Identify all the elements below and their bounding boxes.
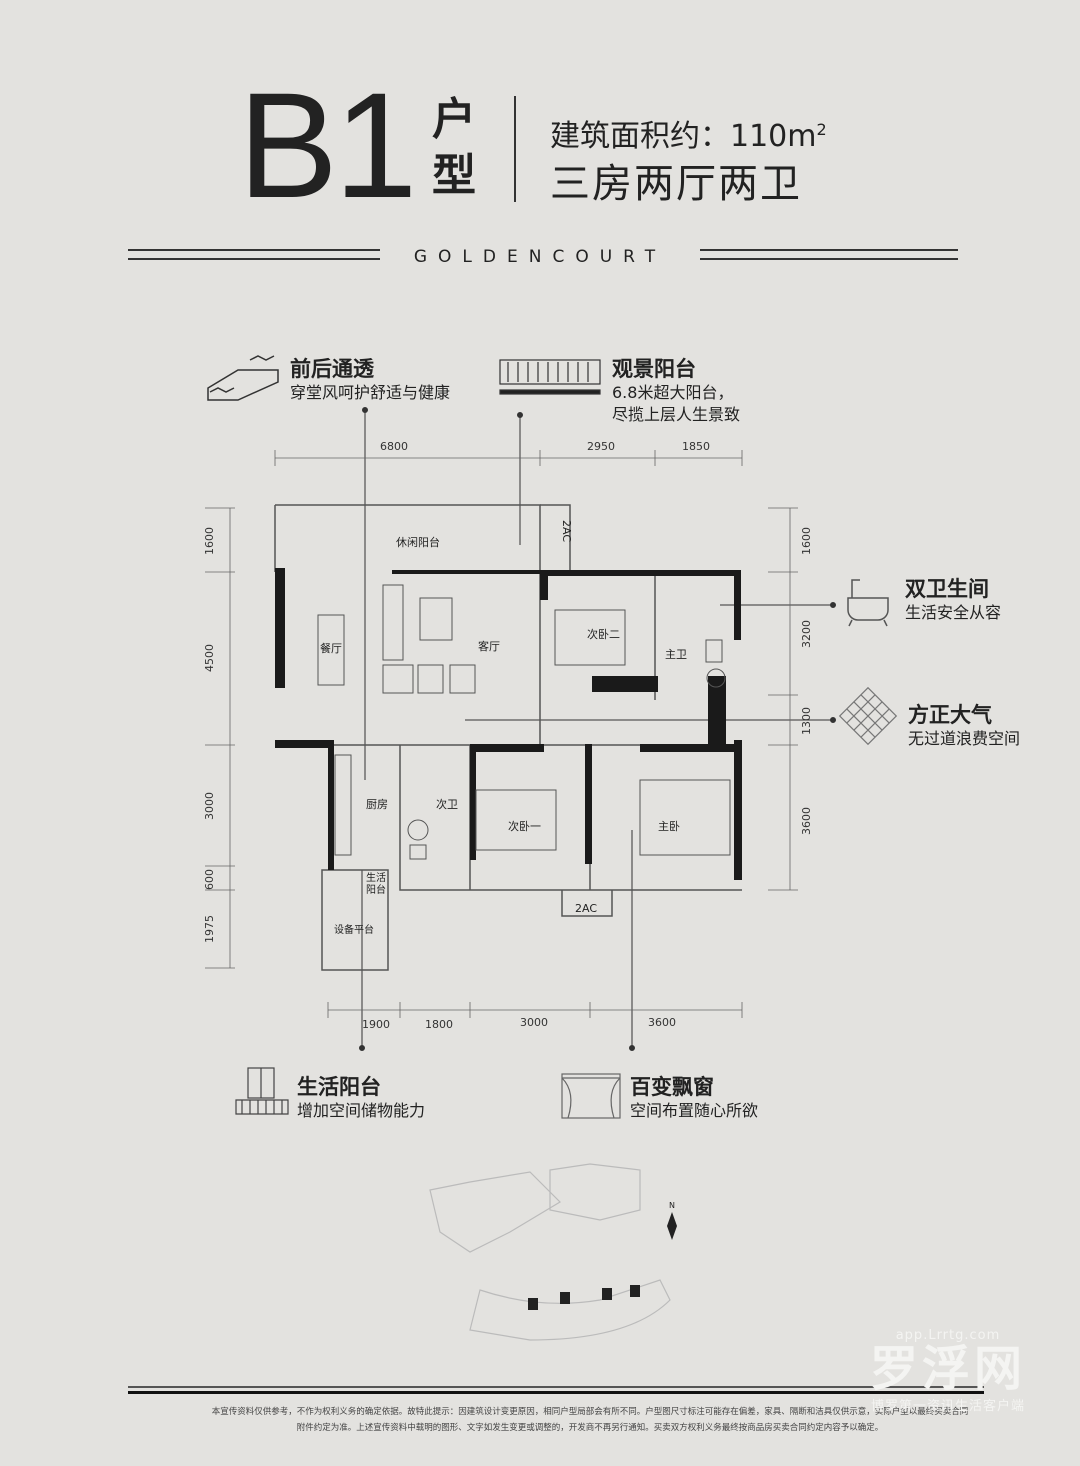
dim-bottom-2: 1800 [425, 1018, 453, 1031]
feature-desc: 空间布置随心所欲 [630, 1101, 759, 1120]
room-living: 客厅 [478, 639, 500, 653]
utility-balcony-icon [235, 1067, 289, 1115]
dim-right-3: 1300 [800, 707, 813, 735]
watermark-slogan: 博罗第一资讯生活客户端 [871, 1399, 1026, 1414]
dim-right-1: 1600 [800, 527, 813, 555]
area-label: 建筑面积约：110m2 [550, 112, 827, 155]
feature-desc: 增加空间储物能力 [297, 1101, 426, 1120]
room-leisure-balcony: 休闲阳台 [396, 535, 440, 549]
ac-label: 2AC [560, 520, 573, 542]
feature-desc: 尽揽上层人生景致 [612, 405, 741, 424]
dim-bottom-3: 3000 [520, 1016, 548, 1029]
area-text: 建筑面积约：110m [550, 119, 817, 154]
feature-desc: 穿堂风呵护舒适与健康 [290, 383, 451, 402]
bed-bedroom1 [475, 789, 557, 851]
bay-window-icon [561, 1073, 621, 1119]
room-bedroom2: 次卧二 [587, 627, 620, 641]
header-divider [514, 96, 516, 202]
dim-top-1: 6800 [380, 440, 408, 453]
feature-title: 观景阳台 [612, 357, 696, 381]
feature-balcony: 观景阳台 6.8米超大阳台， 尽揽上层人生景致 [612, 356, 740, 426]
feature-title: 方正大气 [908, 703, 992, 727]
kitchen-counter [334, 754, 352, 856]
dim-left-2: 4500 [203, 644, 216, 672]
feature-ventilation: 前后通透 穿堂风呵护舒适与健康 [290, 356, 450, 404]
north-arrow-icon [667, 1212, 677, 1240]
bed-master [639, 779, 731, 856]
dim-bottom-4: 3600 [648, 1016, 676, 1029]
watermark-brand: 罗浮网 [870, 1341, 1027, 1397]
footer-line [128, 1386, 984, 1388]
room-labels: 休闲阳台 餐厅 客厅 次卧二 主卫 厨房 次卫 次卧一 主卧 生活 阳台 设备平… [320, 520, 687, 936]
watermark-url: app.Lrrtg.com [895, 1328, 1001, 1343]
feature-two-baths: 双卫生间 生活安全从容 [905, 576, 1001, 624]
dim-left-5: 1975 [203, 915, 216, 943]
feature-desc: 生活安全从容 [905, 603, 1002, 622]
bed-bedroom2 [554, 609, 626, 666]
room-utility-balcony: 生活 [366, 871, 386, 884]
watermark: app.Lrrtg.com 罗浮网 博罗第一资讯生活客户端 [870, 1328, 1026, 1414]
disclaimer: 本宣传资料仅供参考，不作为权利义务的确定依据。故特此提示：因建筑设计变更原因，相… [120, 1404, 1060, 1436]
feature-utility-balcony: 生活阳台 增加空间储物能力 [297, 1074, 425, 1122]
dining-table [317, 614, 345, 686]
balcony-railing-icon [499, 359, 601, 395]
room-second-bath: 次卫 [436, 797, 458, 811]
through-ventilation-icon [207, 355, 279, 401]
sofa [382, 584, 404, 661]
dim-left-3: 3000 [203, 792, 216, 820]
area-sup: 2 [816, 120, 827, 139]
washbasin [407, 819, 429, 841]
room-bedroom1: 次卧一 [508, 819, 541, 833]
dim-bottom-1: 1900 [362, 1018, 390, 1031]
site-plan [429, 1163, 671, 1341]
room-master-bedroom: 主卧 [658, 820, 680, 833]
feature-title: 生活阳台 [297, 1075, 381, 1099]
room-kitchen: 厨房 [366, 798, 388, 811]
layout-label: 三房两厅两卫 [550, 161, 802, 207]
dim-top-3: 1850 [682, 440, 710, 453]
bathtub-icon [847, 579, 889, 627]
dim-right-2: 3200 [800, 620, 813, 648]
type-char-1: 户 [432, 94, 476, 145]
brand-name: GOLDENCOURT [380, 246, 700, 268]
coffee-table [419, 597, 453, 641]
leader-lines [359, 407, 836, 1051]
ac-label: 2AC [575, 902, 597, 915]
feature-title: 前后通透 [290, 357, 374, 381]
type-char-2: 型 [432, 150, 476, 201]
north-label: N [669, 1201, 675, 1210]
thick-walls [275, 568, 742, 880]
room-dining: 餐厅 [320, 641, 342, 655]
model-title: B1 [238, 61, 417, 229]
room-utility-balcony: 阳台 [366, 883, 386, 896]
dim-left-4: 600 [203, 869, 216, 890]
dimension-labels: 6800 2950 1850 1600 4500 3000 600 1975 1… [203, 440, 813, 1031]
dim-top-2: 2950 [587, 440, 615, 453]
square-grid-icon [838, 686, 898, 746]
room-equipment-platform: 设备平台 [334, 923, 374, 936]
room-master-bath: 主卫 [665, 648, 687, 661]
feature-title: 双卫生间 [905, 577, 989, 601]
footer-line [128, 1391, 984, 1394]
feature-bay-window: 百变飘窗 空间布置随心所欲 [630, 1074, 758, 1122]
feature-desc: 6.8米超大阳台， [612, 383, 734, 402]
disclaimer-line: 附件约定为准。上述宣传资料中载明的图形、文字如发生变更或调整的，开发商不再另行通… [296, 1423, 884, 1433]
dimension-lines [205, 450, 798, 1018]
disclaimer-line: 本宣传资料仅供参考，不作为权利义务的确定依据。故特此提示：因建筑设计变更原因，相… [211, 1407, 969, 1417]
feature-desc: 无过道浪费空间 [908, 729, 1021, 748]
dim-right-4: 3600 [800, 807, 813, 835]
furniture [317, 584, 731, 860]
feature-square: 方正大气 无过道浪费空间 [908, 702, 1020, 750]
dim-left-1: 1600 [203, 527, 216, 555]
feature-title: 百变飘窗 [630, 1075, 714, 1099]
